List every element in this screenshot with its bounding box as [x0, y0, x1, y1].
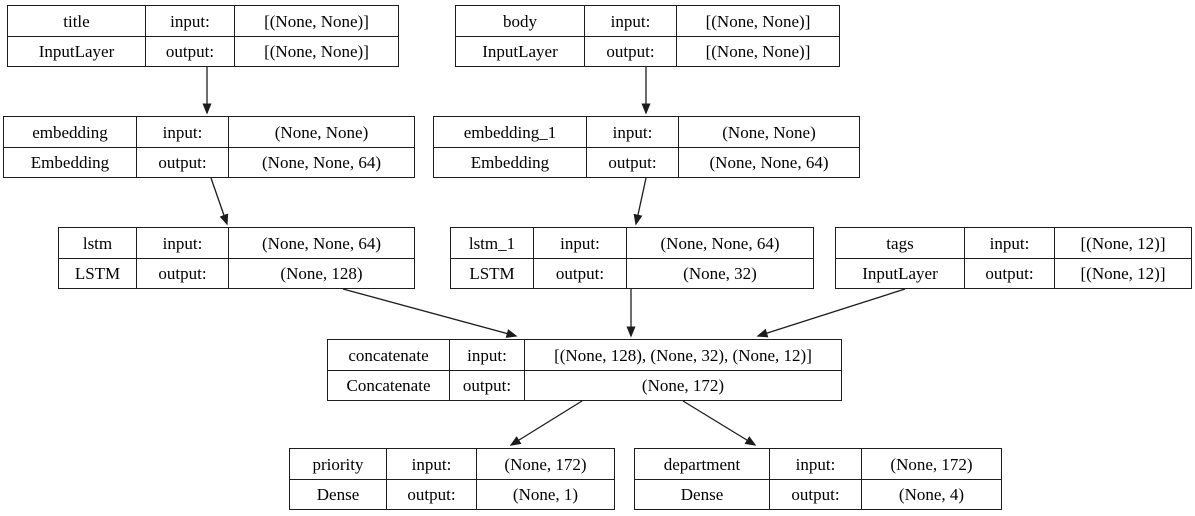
layer-name: department	[663, 454, 741, 474]
output-shape: (None, 4)	[861, 479, 1001, 509]
layer-name: lstm	[82, 233, 113, 253]
input-shape: (None, 172)	[861, 449, 1001, 479]
output-label: output:	[584, 36, 676, 66]
layer-type: InputLayer	[8, 36, 145, 66]
node-title: title input: [(None, None)] InputLayer o…	[7, 5, 399, 67]
input-shape: (None, None, 64)	[228, 228, 414, 258]
node-concatenate: concatenate input: [(None, 128), (None, …	[327, 339, 842, 401]
edge-lstm-concatenate	[342, 288, 518, 338]
output-label: output:	[769, 479, 861, 509]
layer-name: title	[63, 11, 90, 31]
layer-name: embedding	[32, 122, 108, 142]
output-label: output:	[449, 370, 524, 400]
layer-type: LSTM	[451, 258, 533, 288]
layer-type: Embedding	[434, 147, 586, 177]
input-label: input:	[769, 449, 861, 479]
node-embedding_1: embedding_1 input: (None, None) Embeddin…	[433, 116, 860, 178]
layer-name: embedding_1	[463, 122, 557, 142]
layer-type: LSTM	[59, 258, 136, 288]
layer-type: Dense	[290, 479, 386, 509]
output-label: output:	[964, 258, 1054, 288]
output-shape: (None, 128)	[228, 258, 414, 288]
input-shape: [(None, 12)]	[1054, 228, 1191, 258]
layer-name: tags	[886, 233, 914, 253]
edge-embedding-lstm	[210, 177, 229, 226]
input-label: input:	[145, 6, 234, 36]
input-label: input:	[533, 228, 626, 258]
output-label: output:	[136, 147, 228, 177]
output-shape: [(None, None)]	[234, 36, 398, 66]
output-shape: (None, 172)	[524, 370, 841, 400]
edge-embedding_1-lstm_1	[633, 177, 647, 226]
layer-type: InputLayer	[836, 258, 964, 288]
node-lstm_1: lstm_1 input: (None, None, 64) LSTM outp…	[450, 227, 814, 289]
input-shape: (None, None, 64)	[626, 228, 813, 258]
edge-concatenate-department	[682, 400, 757, 446]
layer-type: Concatenate	[328, 370, 449, 400]
output-label: output:	[586, 147, 678, 177]
layer-type: Dense	[635, 479, 769, 509]
edge-tags-concatenate	[756, 288, 906, 338]
input-label: input:	[584, 6, 676, 36]
output-shape: (None, 32)	[626, 258, 813, 288]
output-label: output:	[136, 258, 228, 288]
node-body: body input: [(None, None)] InputLayer ou…	[455, 5, 840, 67]
edge-concatenate-priority	[509, 400, 583, 446]
output-shape: (None, None, 64)	[228, 147, 414, 177]
output-shape: (None, None, 64)	[678, 147, 859, 177]
layer-name: concatenate	[348, 345, 429, 365]
input-label: input:	[964, 228, 1054, 258]
node-department: department input: (None, 172) Dense outp…	[634, 448, 1002, 510]
node-tags: tags input: [(None, 12)] InputLayer outp…	[835, 227, 1192, 289]
input-label: input:	[586, 117, 678, 147]
node-priority: priority input: (None, 172) Dense output…	[289, 448, 615, 510]
input-shape: [(None, None)]	[676, 6, 839, 36]
input-label: input:	[386, 449, 476, 479]
input-label: input:	[136, 228, 228, 258]
node-embedding: embedding input: (None, None) Embedding …	[3, 116, 415, 178]
input-label: input:	[449, 340, 524, 370]
node-lstm: lstm input: (None, None, 64) LSTM output…	[58, 227, 415, 289]
layer-type: Embedding	[4, 147, 136, 177]
output-label: output:	[386, 479, 476, 509]
output-shape: (None, 1)	[476, 479, 614, 509]
input-shape: (None, None)	[228, 117, 414, 147]
layer-type: InputLayer	[456, 36, 584, 66]
input-shape: (None, None)	[678, 117, 859, 147]
layer-name: body	[503, 11, 537, 31]
output-label: output:	[145, 36, 234, 66]
input-shape: [(None, None)]	[234, 6, 398, 36]
layer-name: priority	[312, 454, 364, 474]
input-shape: [(None, 128), (None, 32), (None, 12)]	[524, 340, 841, 370]
input-shape: (None, 172)	[476, 449, 614, 479]
output-shape: [(None, None)]	[676, 36, 839, 66]
layer-name: lstm_1	[468, 233, 516, 253]
output-label: output:	[533, 258, 626, 288]
input-label: input:	[136, 117, 228, 147]
output-shape: [(None, 12)]	[1054, 258, 1191, 288]
